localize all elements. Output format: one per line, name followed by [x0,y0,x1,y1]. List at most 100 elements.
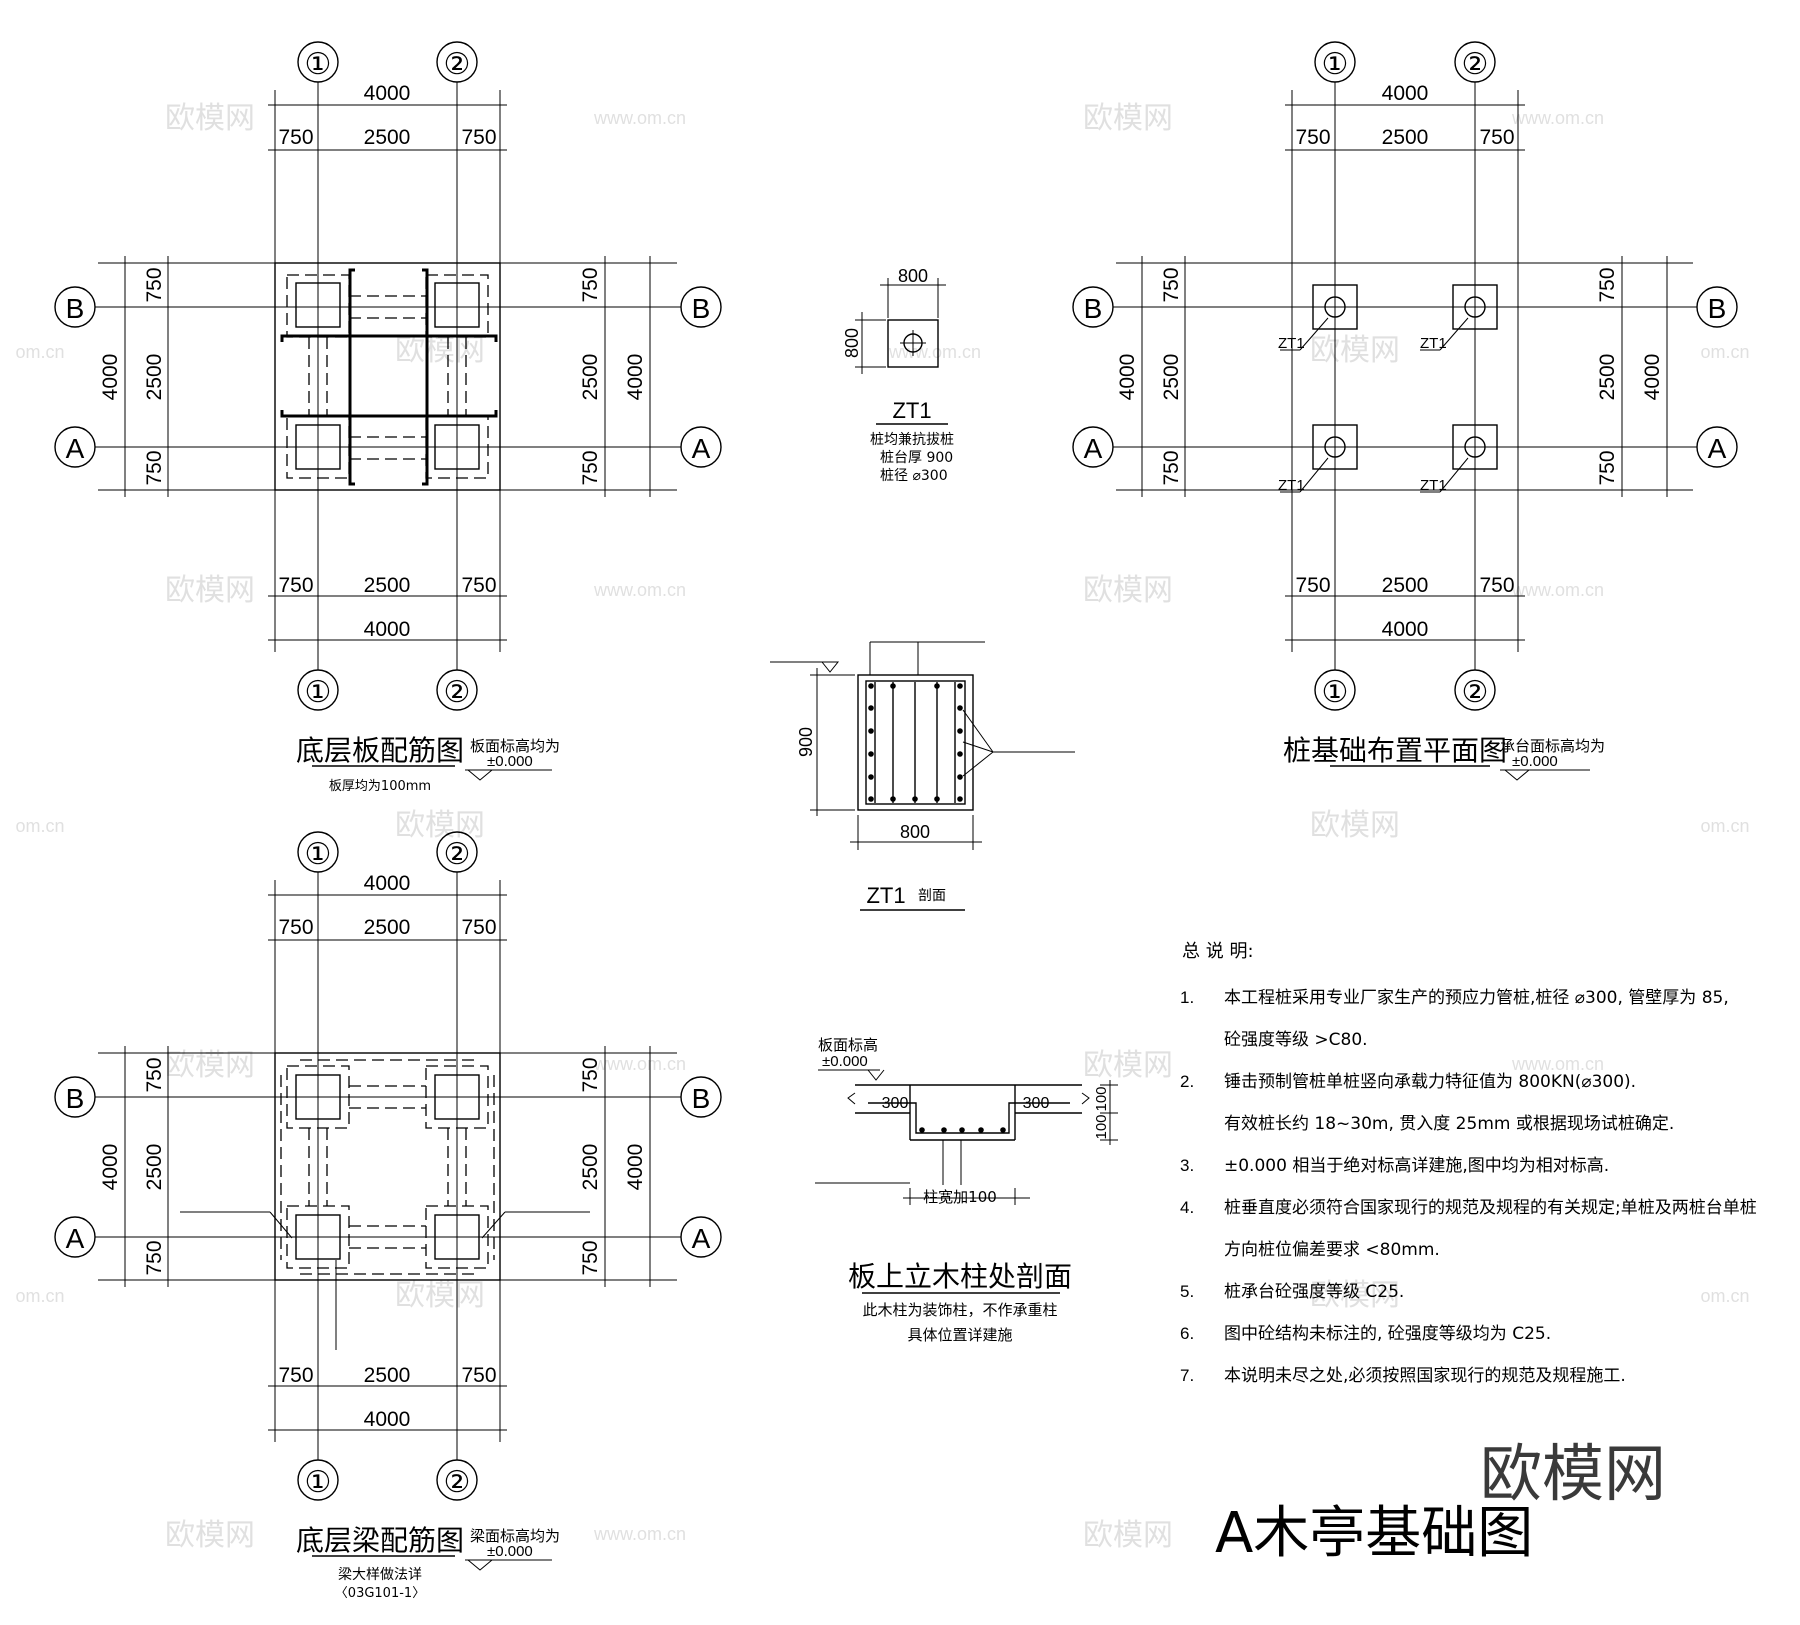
axis-b-bubble: B [66,293,85,324]
elevation-label: 板面标高均为 [470,737,560,755]
elevation-value: ±0.000 [1512,753,1558,770]
dim-edge: 750 [278,1364,313,1387]
dim-edge: 750 [461,916,496,939]
dim-total: 4000 [364,1408,411,1431]
watermark-url: www.om.cn [593,1054,686,1074]
watermark-logo: 欧模网 [1310,809,1400,842]
note-number: 3. [1180,1156,1194,1175]
dim-edge: 750 [461,126,496,149]
dim-mid: 2500 [364,126,411,149]
axis-a-bubble: A [692,1223,711,1254]
dim-mid: 2500 [579,354,602,401]
elevation-value: ±0.000 [487,753,533,770]
axis-a-bubble: A [66,1223,85,1254]
dim-mid: 2500 [364,574,411,597]
axis-b-bubble: B [692,293,711,324]
note-line: 图中砼结构未标注的, 砼强度等级均为 C25. [1224,1324,1551,1344]
pile-label: ZT1 [1278,477,1305,494]
note-number: 4. [1180,1198,1194,1217]
dim-edge: 750 [1295,574,1330,597]
axis-2-bubble: ② [444,1466,471,1499]
note-line: 本说明未尽之处,必须按照国家现行的规范及规程施工. [1224,1366,1626,1386]
dim-edge: 750 [143,1057,166,1092]
dim-edge: 750 [579,1057,602,1092]
detail-note: 桩台厚 900 [880,449,953,466]
plan-title: 桩基础布置平面图 [1283,734,1507,767]
drawing-title: A木亭基础图 [1215,1501,1533,1566]
watermark-url: om.cn [15,1286,64,1306]
beam-reinforcement-plan: ① ② ① ② B A B A 4000 750 2500 750 750 25… [54,831,722,1601]
note-number: 1. [1180,988,1194,1007]
dim-width: 800 [898,266,928,286]
dim-mid: 2500 [1160,354,1183,401]
watermark-url: www.om.cn [888,342,981,362]
detail-note: 具体位置详建施 [907,1326,1012,1344]
axis-b-bubble: B [692,1083,711,1114]
watermark-logo: 欧模网 [1480,1437,1666,1510]
dim-edge: 750 [1479,574,1514,597]
axis-2-bubble: ② [1462,676,1489,709]
plan-title: 底层梁配筋图 [296,1524,464,1557]
dim-edge: 750 [278,126,313,149]
note-number: 5. [1180,1282,1194,1301]
watermark-logo: 欧模网 [165,1519,255,1552]
watermark-url: om.cn [1700,1286,1749,1306]
elevation-value: ±0.000 [822,1053,868,1070]
dim-total: 4000 [1116,354,1139,401]
axis-b-bubble: B [1708,293,1727,324]
watermark-logo: 欧模网 [1083,1049,1173,1082]
axis-a-bubble: A [1708,433,1727,464]
dim-width: 300 [882,1095,909,1112]
detail-suffix: 剖面 [918,888,946,904]
dim-total: 4000 [364,82,411,105]
detail-name: ZT1 [892,398,931,423]
watermark-logo: 欧模网 [1310,1279,1400,1312]
note-line: 砼强度等级 >C80. [1224,1030,1368,1050]
dim-total: 4000 [99,354,122,401]
axis-1-bubble: ① [305,676,332,709]
detail-title: 板上立木柱处剖面 [848,1260,1072,1293]
note-line: ±0.000 相当于绝对标高详建施,图中均为相对标高. [1224,1156,1609,1176]
watermark-url: om.cn [1700,816,1749,836]
note-line: 有效桩长约 18~30m, 贯入度 25mm 或根据现场试桩确定. [1224,1114,1674,1134]
watermark-url: www.om.cn [593,1524,686,1544]
plan-note: 板厚均为100mm [329,779,431,794]
dim-height: 800 [842,328,862,358]
axis-2-bubble: ② [444,838,471,871]
watermark-url: www.om.cn [1511,580,1604,600]
dim-edge: 750 [579,1240,602,1275]
pile-foundation-layout-plan: ① ② ① ② B A B A 4000 750 2500 750 750 25… [1072,41,1738,781]
dim-mid: 2500 [143,1144,166,1191]
dim-edge: 750 [143,1240,166,1275]
watermark-logo: 欧模网 [395,1279,485,1312]
dim-edge: 750 [278,916,313,939]
detail-note: 此木柱为装饰柱，不作承重柱 [862,1301,1057,1319]
zt1-pile-cap-detail: 800 800 ZT1 桩均兼抗拔桩 桩台厚 900 桩径 ⌀300 [842,266,954,484]
note-line: 桩垂直度必须符合国家现行的规范及规程的有关规定;单桩及两桩台单桩 [1224,1198,1757,1218]
general-notes: 总 说 明: 1.本工程桩采用专业厂家生产的预应力管桩,桩径 ⌀300, 管壁厚… [1180,941,1757,1386]
elevation-label: 板面标高 [818,1036,878,1054]
dim-height: 100 [1093,1086,1110,1111]
note-number: 2. [1180,1072,1194,1091]
dim-edge: 750 [579,267,602,302]
dim-edge: 750 [143,450,166,485]
elevation-value: ±0.000 [487,1543,533,1560]
plan-note: 〈03G101-1〉 [335,1586,425,1601]
watermark-logo: 欧模网 [165,1049,255,1082]
dim-edge: 750 [1479,126,1514,149]
slab-reinforcement-plan: ① ② ① ② B A B A 4000 750 2500 750 750 25… [54,41,722,794]
pile-label: ZT1 [1420,477,1447,494]
axis-1-bubble: ① [1322,48,1349,81]
axis-b-bubble: B [66,1083,85,1114]
axis-1-bubble: ① [1322,676,1349,709]
dim-height: 100 [1093,1114,1110,1139]
detail-note: 桩径 ⌀300 [880,467,948,484]
watermark-url: om.cn [15,816,64,836]
watermark-logo: 欧模网 [165,102,255,135]
dim-edge: 750 [461,574,496,597]
note-line: 桩承台砼强度等级 C25. [1224,1282,1404,1302]
watermark-url: www.om.cn [1511,1054,1604,1074]
dim-total: 4000 [99,1144,122,1191]
watermark-layer: 欧模网 www.om.cn 欧模网 www.om.cn 欧模网 www.om.cn 欧模网 o… [15,102,1749,1552]
watermark-logo: 欧模网 [395,334,485,367]
